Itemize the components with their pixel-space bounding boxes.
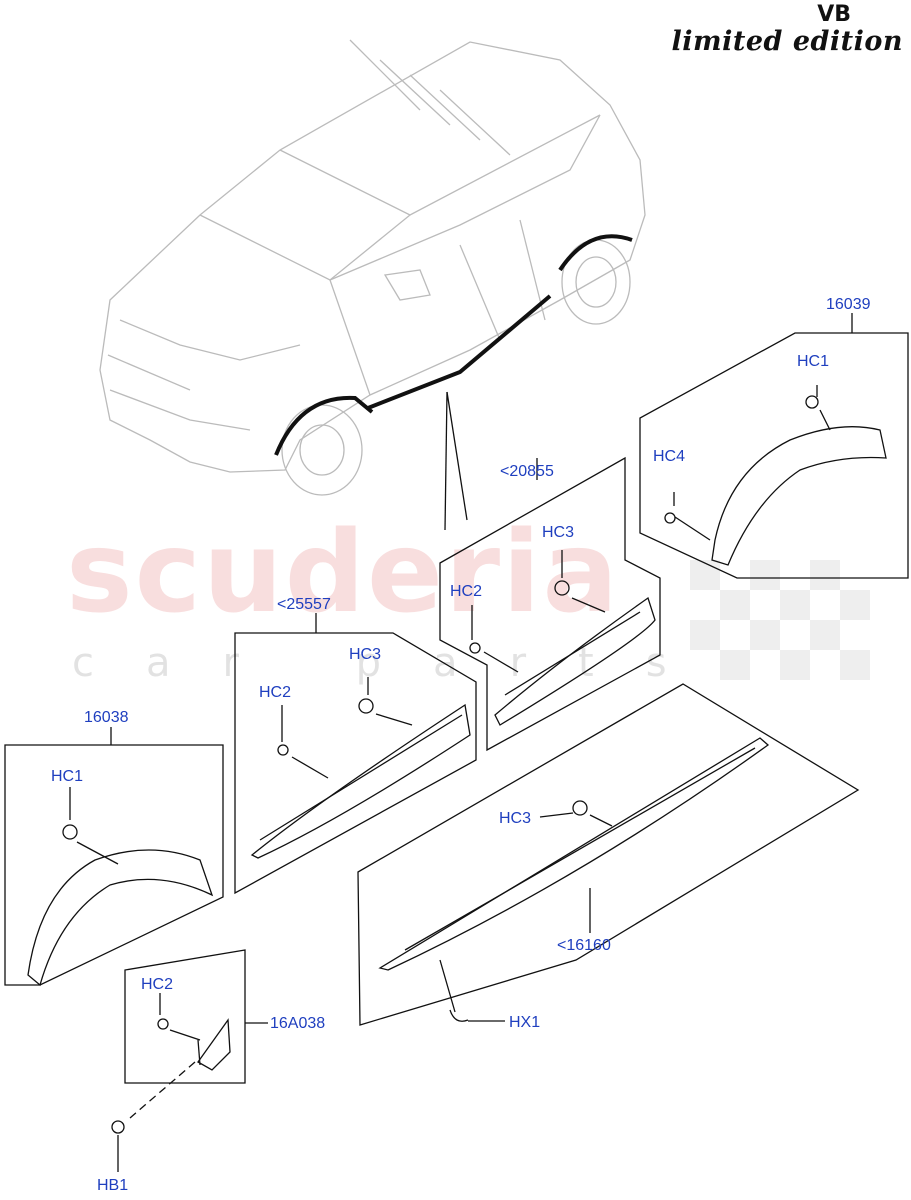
panel-16160 <box>357 683 860 1026</box>
fastener-hc4: HC4 <box>653 448 685 465</box>
model-code: VB <box>817 2 851 27</box>
highlighted-trim-on-vehicle <box>274 234 633 456</box>
panel-16A038 <box>111 949 268 1172</box>
panel-20855 <box>439 456 661 752</box>
fastener-hc2-bracket: HC2 <box>141 976 173 993</box>
part-number-16A038: 16A038 <box>270 1015 325 1032</box>
fastener-hc1-left: HC1 <box>51 768 83 785</box>
part-number-25557: <25557 <box>277 596 331 613</box>
fastener-hc3-rear-door: HC3 <box>542 524 574 541</box>
fastener-hc3-front-door: HC3 <box>349 646 381 663</box>
panel-16038 <box>4 727 224 987</box>
edition-title: limited edition <box>671 26 903 57</box>
checkered-flag-watermark <box>690 560 870 680</box>
fastener-hx1: HX1 <box>509 1014 540 1031</box>
fastener-hc2-rear-door: HC2 <box>450 583 482 600</box>
fastener-hc2-front-door: HC2 <box>259 684 291 701</box>
pointer-lines <box>444 391 468 531</box>
part-number-16038: 16038 <box>84 709 129 726</box>
part-number-16039: 16039 <box>826 296 871 313</box>
callouts: 16039 HC1 HC4 <20855 HC3 HC2 <25557 HC3 … <box>51 296 871 1194</box>
part-number-20855: <20855 <box>500 463 554 480</box>
watermark-tagline: car parts <box>72 640 719 686</box>
fastener-hc3-sill: HC3 <box>499 810 531 827</box>
part-number-16160: <16160 <box>557 937 611 954</box>
panel-16039 <box>639 313 909 579</box>
fastener-hb1: HB1 <box>97 1177 128 1194</box>
watermark-brand: scuderia <box>66 508 621 638</box>
fastener-hc1-right: HC1 <box>797 353 829 370</box>
vehicle-outline <box>99 39 646 496</box>
panel-25557 <box>234 613 477 895</box>
